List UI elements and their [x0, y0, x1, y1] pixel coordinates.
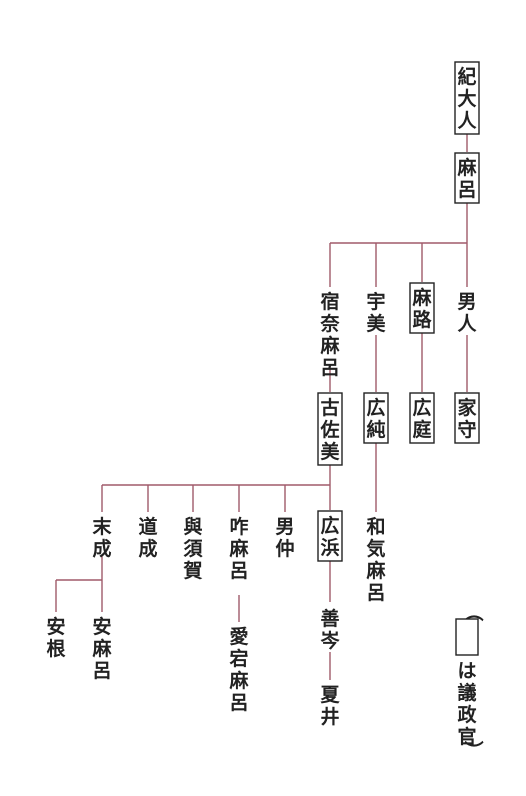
node-umi: 宇美	[366, 291, 386, 335]
node-yosuka-label: 與須賀	[182, 515, 203, 582]
node-yasune-label: 安根	[46, 615, 65, 660]
node-hirohama-label: 広浜	[320, 514, 339, 559]
node-ki_ohito: 紀大人	[457, 65, 477, 132]
node-yasune: 安根	[46, 615, 65, 660]
node-iemori: 家守	[457, 396, 477, 441]
node-hiroba-label: 広庭	[412, 396, 431, 441]
node-wakemaro-label: 和気麻呂	[365, 515, 386, 604]
node-suenari-label: 末成	[92, 515, 112, 560]
node-hirozumi-box	[363, 392, 389, 444]
node-yasumaro-label: 安麻呂	[91, 615, 112, 682]
legend: （ は議政官）	[455, 602, 485, 760]
node-kuimaro-label: 咋麻呂	[228, 515, 249, 582]
node-hiroba-box	[409, 392, 435, 444]
legend-text: は議政官	[457, 660, 477, 748]
legend-close-paren: ）	[462, 740, 485, 759]
node-onaka-label: 男仲	[275, 516, 294, 560]
node-hirohama-box	[317, 510, 343, 562]
legend-open-paren: （	[462, 602, 485, 621]
node-michinari-label: 道成	[138, 515, 157, 560]
node-otagimaro: 愛宕麻呂	[228, 626, 249, 714]
node-maro2-box	[409, 282, 435, 334]
node-sukunamaro-label: 宿奈麻呂	[319, 290, 340, 379]
node-natsui-label: 夏井	[320, 684, 340, 728]
node-kosami-box	[317, 392, 343, 466]
node-zengin-label: 善岑	[319, 607, 340, 652]
node-otagimaro-label: 愛宕麻呂	[228, 626, 249, 714]
node-maro-label: 麻呂	[456, 156, 477, 201]
node-otohito: 男人	[457, 291, 477, 335]
node-kosami: 古佐美	[319, 396, 340, 463]
node-umi-label: 宇美	[366, 291, 386, 335]
node-kosami-label: 古佐美	[319, 396, 340, 463]
node-maro2-label: 麻路	[411, 286, 432, 331]
node-hirozumi: 広純	[366, 396, 385, 441]
node-otohito-label: 男人	[457, 291, 477, 335]
node-hirozumi-label: 広純	[366, 396, 385, 441]
node-yosuka: 與須賀	[182, 515, 203, 582]
node-iemori-box	[454, 392, 480, 444]
node-iemori-label: 家守	[457, 396, 477, 441]
node-maro: 麻呂	[456, 156, 477, 201]
node-kuimaro: 咋麻呂	[228, 515, 249, 582]
node-ki_ohito-box	[454, 61, 480, 135]
node-suenari: 末成	[92, 515, 112, 560]
node-wakemaro: 和気麻呂	[365, 515, 386, 604]
node-onaka: 男仲	[275, 516, 294, 560]
node-natsui: 夏井	[320, 684, 340, 728]
node-maro-box	[454, 152, 480, 204]
node-maro2: 麻路	[411, 286, 432, 331]
node-hirohama: 広浜	[320, 514, 339, 559]
node-zengin: 善岑	[319, 607, 340, 652]
node-sukunamaro: 宿奈麻呂	[319, 290, 340, 379]
node-ki_ohito-label: 紀大人	[457, 65, 477, 132]
node-yasumaro: 安麻呂	[91, 615, 112, 682]
node-hiroba: 広庭	[412, 396, 431, 441]
node-michinari: 道成	[138, 515, 157, 560]
legend-box-sample	[455, 618, 479, 656]
